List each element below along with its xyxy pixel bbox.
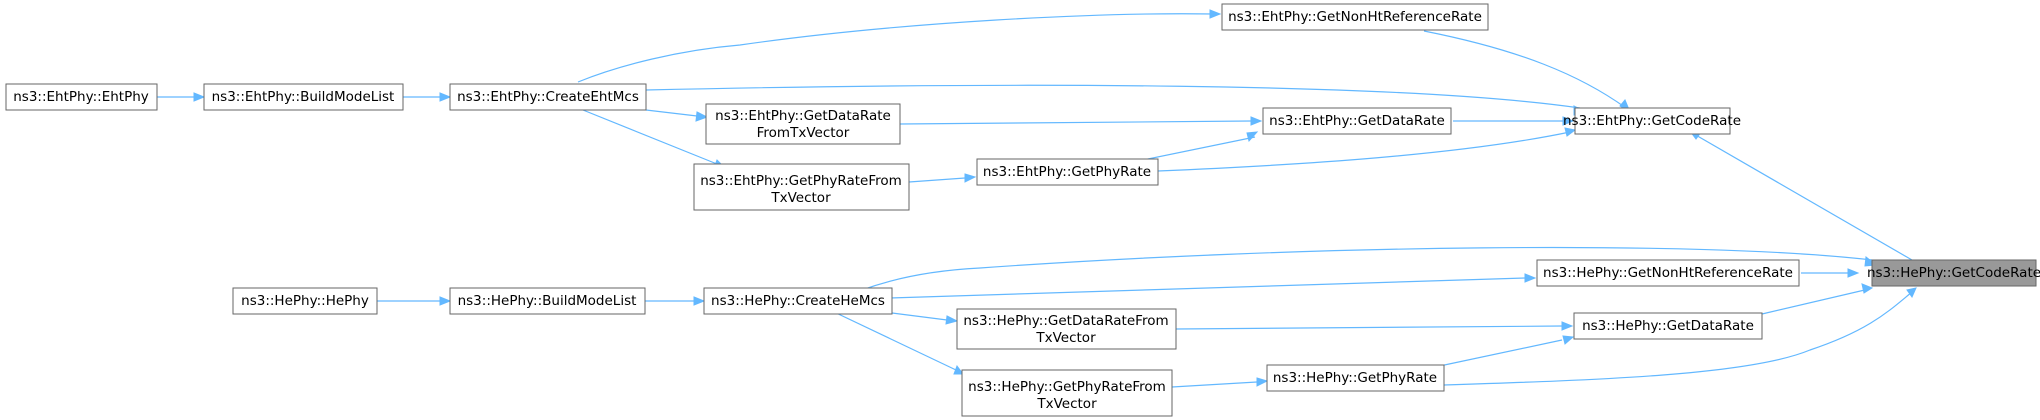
node-ehtphy-getphyrate[interactable]: ns3::EhtPhy::GetPhyRate <box>976 158 1159 186</box>
edge-ehtphy-getdatarate-to-ehtphy-getphyrate <box>1137 131 1259 162</box>
node-hephy-getdatarate[interactable]: ns3::HePhy::GetDataRate <box>1573 312 1763 340</box>
edge-hephy-getphyratefromtxvector-to-hephy-createhemcs <box>831 310 964 375</box>
edge-hephy-getcoderate-to-hephy-getnonhtreferencerate <box>1801 268 1860 278</box>
edge-ehtphy-getdataratefromtxvector-to-ehtphy-createehtmcs <box>645 109 709 122</box>
node-label-line1: ns3::HePhy::GetDataRateFrom <box>963 313 1168 329</box>
node-label-line2: TxVector <box>1036 396 1097 412</box>
node-hephy-getcoderate[interactable]: ns3::HePhy::GetCodeRate <box>1867 259 2040 287</box>
node-label: ns3::EhtPhy::GetPhyRate <box>983 164 1151 180</box>
edges <box>157 9 1917 388</box>
edge-hephy-createhemcs-to-hephy-buildmodelist <box>645 296 706 306</box>
node-label-line2: FromTxVector <box>757 125 850 141</box>
node-label-line1: ns3::EhtPhy::GetPhyRateFrom <box>700 173 902 189</box>
node-hephy-getnonhtreferencerate[interactable]: ns3::HePhy::GetNonHtReferenceRate <box>1536 259 1800 287</box>
node-hephy-createhemcs[interactable]: ns3::HePhy::CreateHeMcs <box>703 287 893 315</box>
node-label-line2: TxVector <box>770 190 831 206</box>
edge-ehtphy-getnonhtreferencerate-to-ehtphy-createehtmcs <box>577 9 1222 83</box>
edge-hephy-getdatarate-to-hephy-getdataratefromtxvector <box>1175 321 1574 331</box>
node-label: ns3::HePhy::GetPhyRate <box>1273 370 1437 386</box>
edge-hephy-getphyrate-to-hephy-getphyratefromtxvector <box>1171 377 1269 388</box>
edge-ehtphy-getcoderate-to-ehtphy-getdatarate <box>1453 116 1575 126</box>
node-ehtphy-getnonhtreferencerate[interactable]: ns3::EhtPhy::GetNonHtReferenceRate <box>1221 3 1489 31</box>
node-hephy-getphyrate[interactable]: ns3::HePhy::GetPhyRate <box>1266 364 1445 392</box>
node-label: ns3::EhtPhy::BuildModeList <box>212 89 395 105</box>
node-label: ns3::HePhy::GetCodeRate <box>1867 265 2040 281</box>
node-ehtphy-getphyratefromtxvector[interactable]: ns3::EhtPhy::GetPhyRateFrom TxVector <box>693 163 910 211</box>
node-label: ns3::HePhy::GetDataRate <box>1582 318 1754 334</box>
edge-ehtphy-getcoderate-to-ehtphy-getnonhtreferencerate <box>1423 30 1632 114</box>
node-label: ns3::HePhy::HePhy <box>241 293 369 309</box>
node-ehtphy-buildmodelist[interactable]: ns3::EhtPhy::BuildModeList <box>203 83 404 111</box>
node-ehtphy-getdatarate[interactable]: ns3::EhtPhy::GetDataRate <box>1262 107 1452 135</box>
node-label-line1: ns3::HePhy::GetPhyRateFrom <box>968 379 1166 395</box>
node-hephy-getdataratefromtxvector[interactable]: ns3::HePhy::GetDataRateFrom TxVector <box>956 308 1177 350</box>
node-label: ns3::EhtPhy::CreateEhtMcs <box>457 89 639 105</box>
node-hephy-hephy[interactable]: ns3::HePhy::HePhy <box>232 287 378 315</box>
edge-hephy-getcoderate-to-hephy-getdatarate <box>1761 283 1874 315</box>
node-label: ns3::EhtPhy::GetCodeRate <box>1563 113 1741 129</box>
node-ehtphy-ehtphy[interactable]: ns3::EhtPhy::EhtPhy <box>5 83 158 111</box>
node-hephy-buildmodelist[interactable]: ns3::HePhy::BuildModeList <box>449 287 646 315</box>
node-label: ns3::HePhy::BuildModeList <box>458 293 637 309</box>
edge-ehtphy-createehtmcs-to-ehtphy-buildmodelist <box>403 92 452 102</box>
edge-ehtphy-buildmodelist-to-ehtphy-ehtphy <box>157 92 206 102</box>
node-label: ns3::EhtPhy::EhtPhy <box>13 89 149 105</box>
edge-hephy-getdatarate-to-hephy-getphyrate <box>1434 335 1575 368</box>
edge-ehtphy-getcoderate-to-ehtphy-getphyrate <box>1157 127 1577 172</box>
node-ehtphy-getcoderate[interactable]: ns3::EhtPhy::GetCodeRate <box>1563 107 1741 135</box>
edge-hephy-buildmodelist-to-hephy-hephy <box>377 296 452 306</box>
node-ehtphy-getdataratefromtxvector[interactable]: ns3::EhtPhy::GetDataRate FromTxVector <box>705 103 901 145</box>
edge-hephy-getcoderate-to-ehtphy-getcoderate <box>1688 130 1913 261</box>
nodes: ns3::HePhy::GetCodeRate ns3::EhtPhy::Get… <box>5 3 2040 417</box>
node-label: ns3::EhtPhy::GetNonHtReferenceRate <box>1228 9 1482 25</box>
node-label-line2: TxVector <box>1035 330 1096 346</box>
node-label-line1: ns3::EhtPhy::GetDataRate <box>715 108 891 124</box>
node-label: ns3::HePhy::GetNonHtReferenceRate <box>1543 265 1793 281</box>
edge-hephy-getdataratefromtxvector-to-hephy-createhemcs <box>891 312 959 325</box>
node-ehtphy-createehtmcs[interactable]: ns3::EhtPhy::CreateEhtMcs <box>449 83 647 111</box>
edge-ehtphy-getdatarate-to-ehtphy-getdataratefromtxvector <box>899 116 1263 126</box>
node-hephy-getphyratefromtxvector[interactable]: ns3::HePhy::GetPhyRateFrom TxVector <box>961 369 1173 417</box>
edge-hephy-getnonhtreferencerate-to-hephy-createhemcs <box>889 273 1537 299</box>
edge-ehtphy-getphyrate-to-ehtphy-getphyratefromtxvector <box>908 173 977 183</box>
node-label: ns3::HePhy::CreateHeMcs <box>711 293 885 309</box>
edge-hephy-getcoderate-to-hephy-getphyrate <box>1443 287 1917 386</box>
node-label: ns3::EhtPhy::GetDataRate <box>1269 113 1445 129</box>
